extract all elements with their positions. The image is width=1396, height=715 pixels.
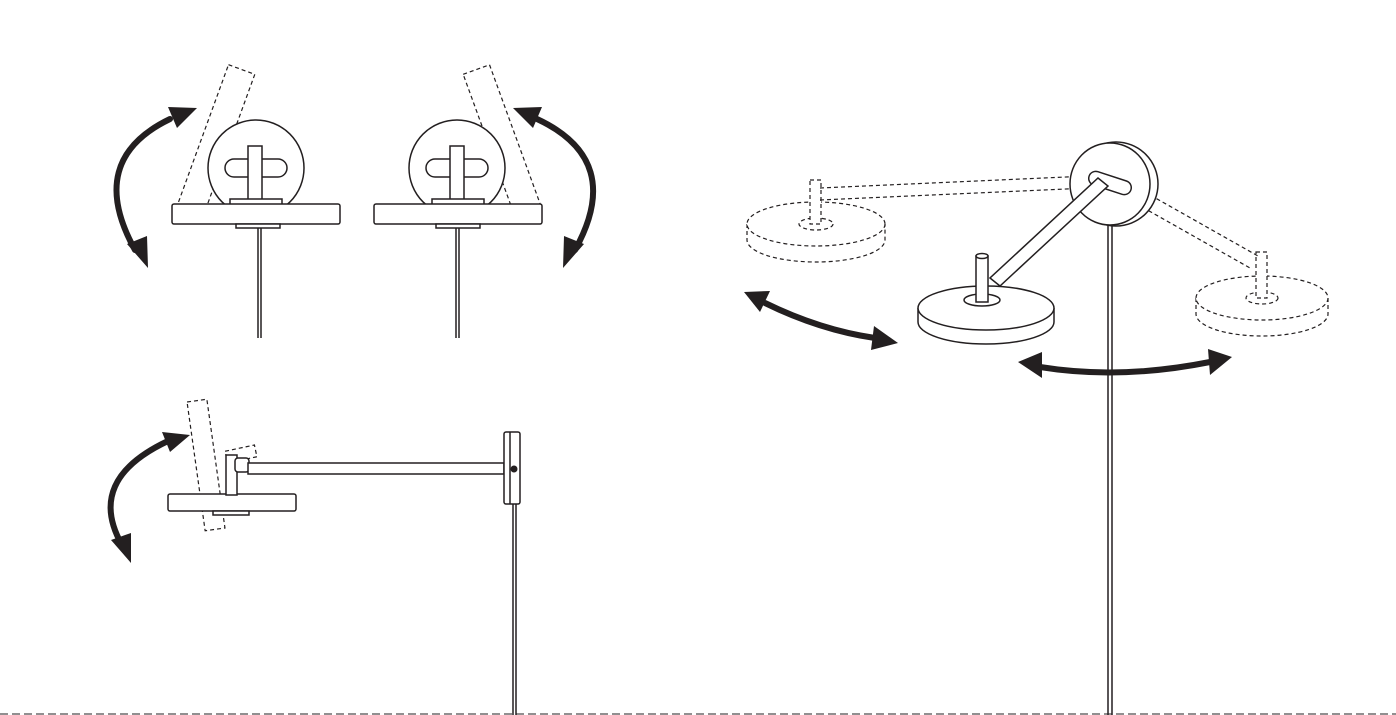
lamp-shade: [918, 254, 1054, 345]
lens: [213, 511, 249, 515]
curved-double-arrow-icon: [1018, 349, 1232, 378]
lens: [436, 224, 480, 228]
stem: [248, 146, 262, 204]
swivel-joint: [235, 458, 249, 472]
lamp-shade: [172, 204, 340, 224]
lamp-shade: [374, 204, 542, 224]
pivot-dot: [511, 466, 518, 473]
wall-canopy: [1070, 142, 1158, 226]
perspective-arm-swing: [744, 142, 1328, 715]
lamp-shade: [168, 494, 296, 511]
arm: [248, 463, 504, 474]
curved-double-arrow-icon: [744, 291, 898, 350]
stem: [450, 146, 464, 204]
side-view-tilt: [111, 399, 520, 715]
arm: [990, 178, 1108, 286]
lens: [236, 224, 280, 228]
front-view-tilt-left: [116, 65, 340, 338]
front-view-tilt-right: [374, 65, 593, 338]
